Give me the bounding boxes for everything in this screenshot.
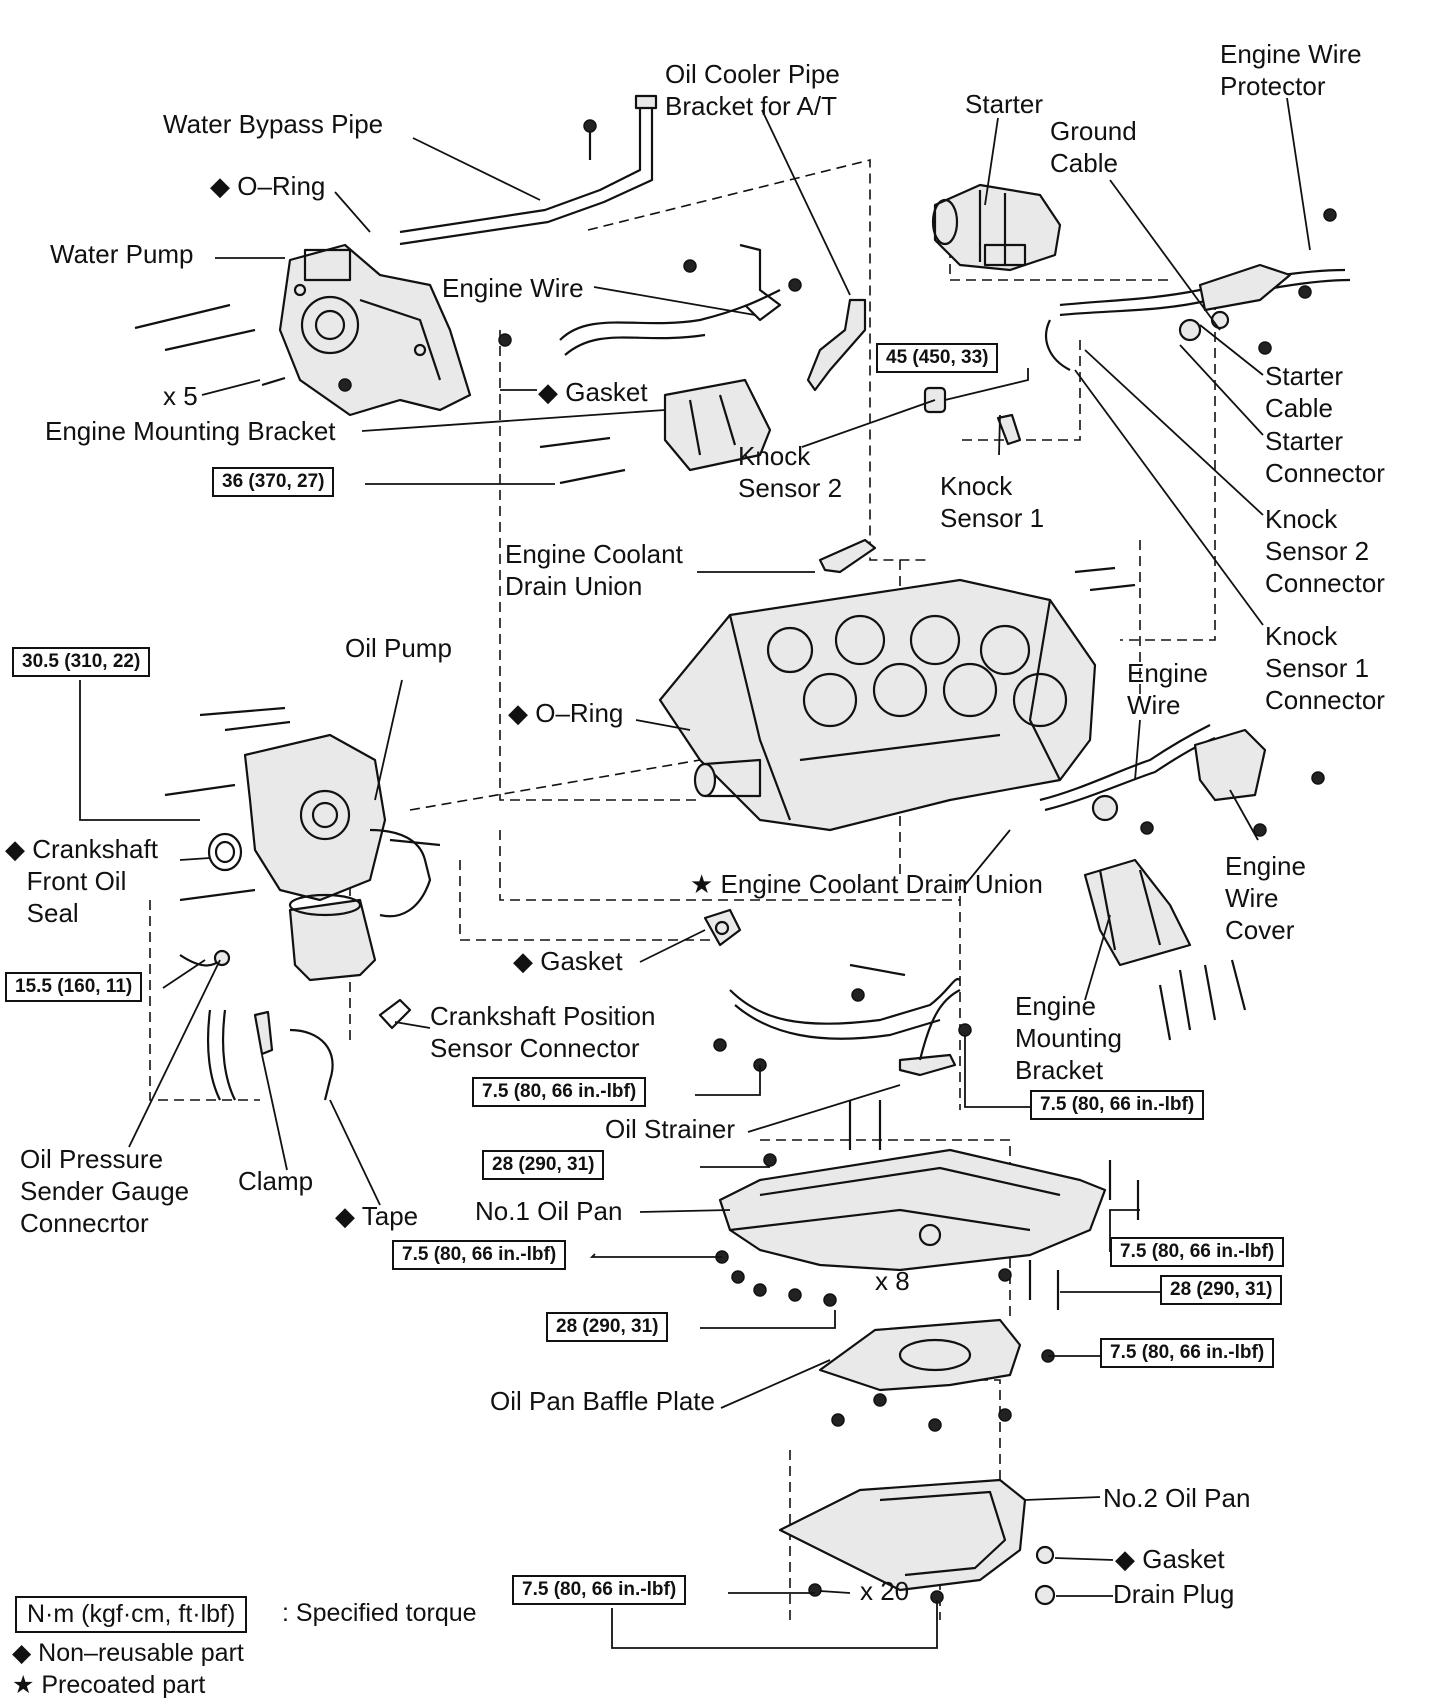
strainer-gasket [703, 908, 742, 947]
label-knock-sensor-1-connector: Knock Sensor 1 Connector [1265, 621, 1385, 715]
tape [289, 1028, 334, 1101]
label-crankshaft-position-sensor-connector: Crankshaft Position Sensor Connector [430, 1001, 656, 1063]
torque-box-7-5-pan-left: 7.5 (80, 66 in.-lbf) [392, 1240, 567, 1270]
torque-box-30-5: 30.5 (310, 22) [12, 647, 151, 677]
torque-box-7-5-strainer-left: 7.5 (80, 66 in.-lbf) [472, 1077, 647, 1107]
label-engine-wire-top: Engine Wire [442, 273, 584, 303]
torque-box-15-5: 15.5 (160, 11) [5, 972, 143, 1002]
torque-leaders [79, 368, 1160, 1649]
engine-wire-cover [1193, 728, 1325, 837]
label-drain-plug: Drain Plug [1113, 1579, 1235, 1609]
label-engine-mounting-bracket-right: Engine Mounting Bracket [1015, 991, 1122, 1085]
knock-sensor-1 [996, 413, 1022, 446]
engine-wire-right [1039, 724, 1216, 835]
oil-pump [164, 706, 441, 918]
label-engine-coolant-drain-union-star: ★ Engine Coolant Drain Union [690, 869, 1043, 899]
clamp [206, 1009, 274, 1101]
label-gasket-drain: ◆ Gasket [1115, 1544, 1225, 1574]
label-crankshaft-front-oil-seal: ◆ Crankshaft Front Oil Seal [5, 834, 158, 928]
engine-wire-top [559, 243, 802, 356]
crankshaft-front-oil-seal [207, 832, 243, 872]
water-bypass-pipe [399, 94, 658, 246]
oil-pan-baffle-plate [818, 1318, 1055, 1432]
torque-box-28-baffle: 28 (290, 31) [546, 1312, 669, 1342]
torque-box-7-5-strainer-right: 7.5 (80, 66 in.-lbf) [1030, 1090, 1205, 1120]
torque-box-28-pan-right: 28 (290, 31) [1160, 1275, 1283, 1305]
label-o-ring-mid: ◆ O–Ring [508, 698, 624, 728]
label-engine-wire-cover: Engine Wire Cover [1225, 851, 1306, 945]
engine-coolant-drain-union [818, 538, 877, 574]
no2-oil-pan [778, 1478, 1056, 1606]
label-starter-cable: Starter Cable [1265, 361, 1344, 423]
no1-oil-pan [718, 1148, 1107, 1282]
water-pump-bolts [134, 303, 512, 392]
label-x5: x 5 [163, 381, 198, 411]
label-engine-wire-protector: Engine Wire Protector [1220, 39, 1362, 101]
label-oil-pressure-sender: Oil Pressure Sender Gauge Connecrtor [20, 1144, 190, 1238]
label-x8: x 8 [875, 1266, 910, 1296]
torque-box-7-5-pan-right: 7.5 (80, 66 in.-lbf) [1110, 1237, 1285, 1267]
starter-cables [1045, 208, 1351, 371]
label-ground-cable: Ground Cable [1050, 116, 1137, 178]
label-clamp: Clamp [238, 1166, 314, 1196]
label-gasket-top: ◆ Gasket [538, 377, 648, 407]
label-o-ring-top: ◆ O–Ring [210, 171, 326, 201]
label-oil-pan-baffle-plate: Oil Pan Baffle Plate [490, 1386, 715, 1416]
water-pump [278, 243, 472, 417]
torque-box-36: 36 (370, 27) [212, 467, 335, 497]
torque-box-45: 45 (450, 33) [876, 343, 999, 373]
crankshaft-position-sensor-connector [378, 998, 412, 1030]
label-oil-strainer: Oil Strainer [605, 1114, 736, 1144]
engine-mounting-bracket-right [1083, 858, 1247, 1041]
label-x20: x 20 [860, 1576, 910, 1606]
label-water-bypass-pipe: Water Bypass Pipe [163, 109, 384, 139]
engine-block [658, 566, 1136, 832]
legend-torque-text: : Specified torque [282, 1599, 477, 1627]
label-tape: ◆ Tape [335, 1201, 419, 1231]
label-engine-wire-right: Engine Wire [1127, 658, 1208, 720]
label-no1-oil-pan: No.1 Oil Pan [475, 1196, 623, 1226]
label-knock-sensor-2: Knock Sensor 2 [738, 441, 843, 503]
oil-cooler-pipe-bracket [583, 119, 867, 392]
oil-filter [288, 893, 377, 982]
oil-strainer [713, 963, 972, 1077]
label-oil-pump: Oil Pump [345, 633, 452, 663]
oil-pressure-sender [179, 949, 231, 967]
torque-box-7-5-baffle: 7.5 (80, 66 in.-lbf) [1100, 1338, 1275, 1368]
label-oil-cooler-pipe-bracket: Oil Cooler Pipe Bracket for A/T [665, 59, 840, 121]
torque-box-7-5-no2: 7.5 (80, 66 in.-lbf) [512, 1575, 687, 1605]
engine-mounting-bracket-top [539, 378, 772, 485]
label-knock-sensor-1: Knock Sensor 1 [940, 471, 1045, 533]
label-starter-connector: Starter Connector [1265, 426, 1385, 488]
label-gasket-mid: ◆ Gasket [513, 946, 623, 976]
label-engine-mounting-bracket-left: Engine Mounting Bracket [45, 416, 336, 446]
label-engine-coolant-drain-union: Engine Coolant Drain Union [505, 539, 683, 601]
legend-torque-box: N·m (kgf·cm, ft·lbf) [15, 1596, 248, 1633]
label-knock-sensor-2-connector: Knock Sensor 2 Connector [1265, 504, 1385, 598]
starter-motor [931, 183, 1062, 272]
label-water-pump: Water Pump [50, 239, 194, 269]
legend-non-reusable: ◆ Non–reusable part [12, 1639, 244, 1667]
label-no2-oil-pan: No.2 Oil Pan [1103, 1483, 1251, 1513]
legend-precoated: ★ Precoated part [12, 1671, 206, 1699]
leader-lines [128, 97, 1311, 1597]
torque-box-28-pan-top: 28 (290, 31) [482, 1150, 605, 1180]
label-starter: Starter [965, 89, 1044, 119]
